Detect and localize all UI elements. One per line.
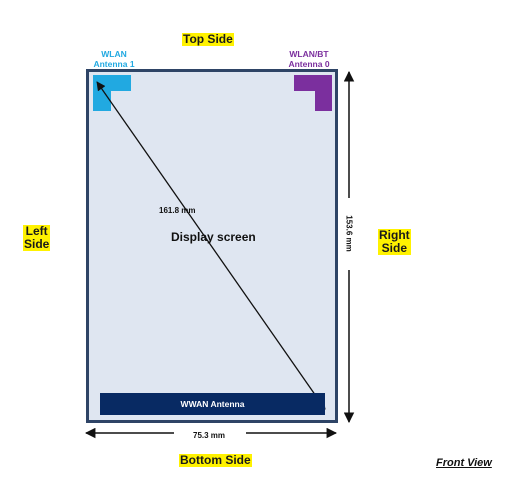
diagonal-dimension-label: 161.8 mm (159, 206, 196, 215)
wwan-antenna-label: WWAN Antenna (180, 399, 245, 409)
width-dimension-label: 75.3 mm (193, 431, 226, 440)
wlanbt-antenna-0-line2: Antenna 0 (288, 59, 330, 69)
bottom-side-label: Bottom Side (179, 453, 252, 467)
top-side-label: Top Side (182, 32, 234, 46)
wlan-antenna-1-shape (93, 75, 131, 111)
diagonal-dimension-line (96, 81, 326, 410)
left-side-line1: Left (23, 225, 51, 238)
wlanbt-antenna-0-line1: WLAN/BT (289, 49, 329, 59)
display-screen-label: Display screen (171, 230, 256, 244)
left-side-line2: Side (23, 237, 51, 251)
wlan-antenna-1-label: WLAN Antenna 1 (90, 49, 138, 69)
height-dimension-label: 153.6 mm (344, 215, 354, 252)
wlan-antenna-1-line2: Antenna 1 (93, 59, 135, 69)
right-side-label: Right Side (378, 229, 411, 255)
wlanbt-antenna-0-label: WLAN/BT Antenna 0 (283, 49, 335, 69)
right-side-line2: Side (378, 242, 411, 255)
front-view-label: Front View (436, 457, 492, 469)
right-side-line1: Right (378, 228, 411, 242)
left-side-label: Left Side (23, 225, 51, 251)
wlan-antenna-1-line1: WLAN (101, 49, 127, 59)
wlanbt-antenna-0-shape (294, 75, 332, 111)
wwan-antenna-block: WWAN Antenna (100, 393, 325, 415)
